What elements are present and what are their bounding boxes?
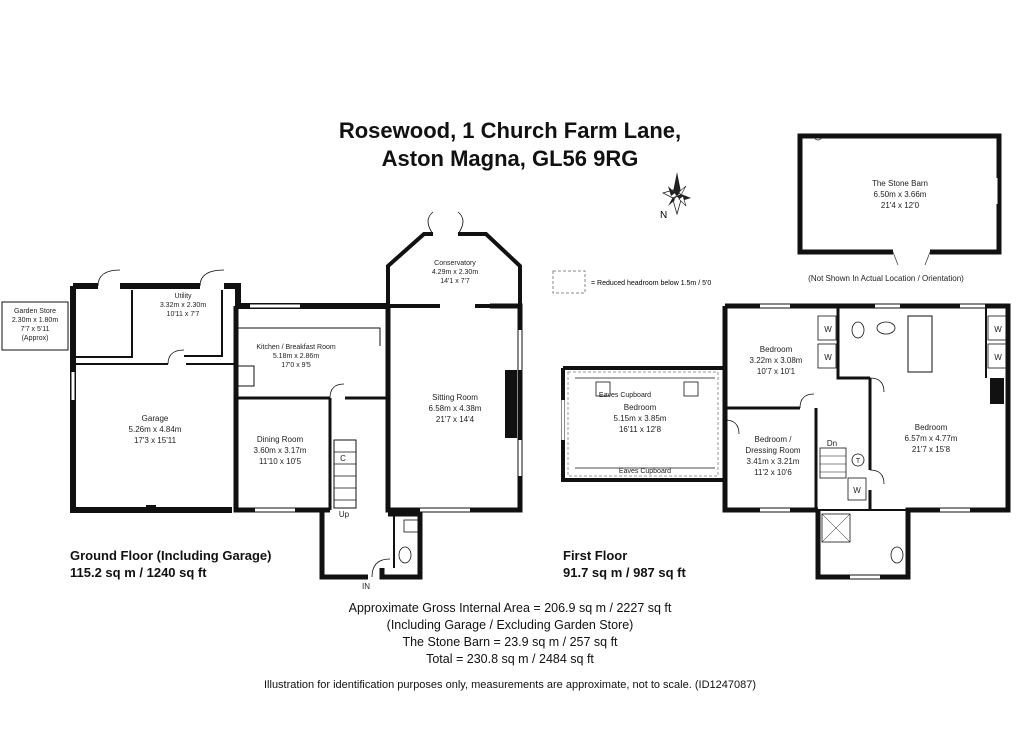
garage-name: Garage xyxy=(142,414,169,423)
eaves-bedroom-metric: 5.15m x 3.85m xyxy=(614,414,667,423)
disclaimer: Illustration for identification purposes… xyxy=(264,679,756,691)
utility-imperial: 10'11 x 7'7 xyxy=(167,311,200,318)
dining-metric: 3.60m x 3.17m xyxy=(254,446,307,455)
barn-metric: 6.50m x 3.66m xyxy=(874,190,927,199)
eaves-bedroom-name: Bedroom xyxy=(624,403,657,412)
garden-store-imperial: 7'7 x 5'11 xyxy=(20,326,49,333)
eaves-bedroom-imperial: 16'11 x 12'8 xyxy=(619,425,662,434)
dining-imperial: 11'10 x 10'5 xyxy=(259,457,302,466)
first-floor-area: 91.7 sq m / 987 sq ft xyxy=(563,565,686,580)
eaves-cupboard-bottom: Eaves Cupboard xyxy=(619,468,671,475)
stone-barn-outline xyxy=(797,133,1002,266)
utility-metric: 3.32m x 2.30m xyxy=(160,302,206,309)
sitting-imperial: 21'7 x 14'4 xyxy=(436,415,475,424)
dining-name: Dining Room xyxy=(257,435,304,444)
garden-store-metric: 2.30m x 1.80m xyxy=(12,317,58,324)
eaves-cupboard-top: Eaves Cupboard xyxy=(599,392,651,399)
wardrobe-label-5: W xyxy=(853,486,861,495)
property-address-line2: Aston Magna, GL56 9RG xyxy=(381,146,639,171)
kitchen-imperial: 17'0 x 9'5 xyxy=(281,362,311,369)
compass-icon xyxy=(661,172,691,216)
wardrobe-label-1: W xyxy=(824,325,832,334)
barn-area-line: The Stone Barn = 23.9 sq m / 257 sq ft xyxy=(402,635,618,649)
master-bedroom-name: Bedroom xyxy=(915,423,948,432)
dressing-metric: 3.41m x 3.21m xyxy=(747,457,800,466)
utility-name: Utility xyxy=(174,293,192,300)
ground-floor-walls xyxy=(1,211,523,580)
bedroom2-name: Bedroom xyxy=(760,345,793,354)
bedroom2-imperial: 10'7 x 10'1 xyxy=(757,367,796,376)
garage-imperial: 17'3 x 15'11 xyxy=(134,436,177,445)
bedroom2-metric: 3.22m x 3.08m xyxy=(750,356,803,365)
gross-area-line: Approximate Gross Internal Area = 206.9 … xyxy=(348,601,672,615)
wardrobe-label-2: W xyxy=(824,353,832,362)
sitting-name: Sitting Room xyxy=(432,393,478,402)
barn-imperial: 21'4 x 12'0 xyxy=(881,201,920,210)
garden-store-name: Garden Store xyxy=(14,308,56,315)
dressing-imperial: 11'2 x 10'6 xyxy=(754,468,792,477)
kitchen-name: Kitchen / Breakfast Room xyxy=(256,344,336,351)
total-area-line: Total = 230.8 sq m / 2484 sq ft xyxy=(426,652,594,666)
garden-store-approx: (Approx) xyxy=(22,335,49,342)
conservatory-metric: 4.29m x 2.30m xyxy=(432,269,478,276)
first-floor-label: First Floor xyxy=(563,548,628,563)
barn-name: The Stone Barn xyxy=(872,179,928,188)
barn-note: (Not Shown In Actual Location / Orientat… xyxy=(808,274,964,283)
cupboard-label: C xyxy=(340,454,346,463)
kitchen-metric: 5.18m x 2.86m xyxy=(273,353,319,360)
reduced-headroom-swatch xyxy=(552,270,586,294)
entrance-label: IN xyxy=(362,582,370,591)
conservatory-imperial: 14'1 x 7'7 xyxy=(440,278,470,285)
ground-floor-area: 115.2 sq m / 1240 sq ft xyxy=(70,565,207,580)
dressing-name: Bedroom / xyxy=(755,435,793,444)
wardrobe-label-4: W xyxy=(994,353,1002,362)
property-address-line1: Rosewood, 1 Church Farm Lane, xyxy=(338,118,682,143)
area-inclusion-note: (Including Garage / Excluding Garden Sto… xyxy=(386,618,634,632)
tank-label: T xyxy=(856,458,861,465)
legend-text: = Reduced headroom below 1.5m / 5'0 xyxy=(591,280,711,287)
garage-metric: 5.26m x 4.84m xyxy=(129,425,182,434)
first-floor-walls xyxy=(561,303,1011,580)
conservatory-name: Conservatory xyxy=(434,260,476,267)
ground-stairs-label: Up xyxy=(339,510,350,519)
first-stairs-label: Dn xyxy=(827,439,837,448)
dressing-name2: Dressing Room xyxy=(745,446,800,455)
master-bedroom-metric: 6.57m x 4.77m xyxy=(905,434,958,443)
ground-floor-label: Ground Floor (Including Garage) xyxy=(70,548,272,563)
master-bedroom-imperial: 21'7 x 15'8 xyxy=(912,445,951,454)
compass-north-label: N xyxy=(660,210,667,221)
wardrobe-label-3: W xyxy=(994,325,1002,334)
sitting-metric: 6.58m x 4.38m xyxy=(429,404,482,413)
